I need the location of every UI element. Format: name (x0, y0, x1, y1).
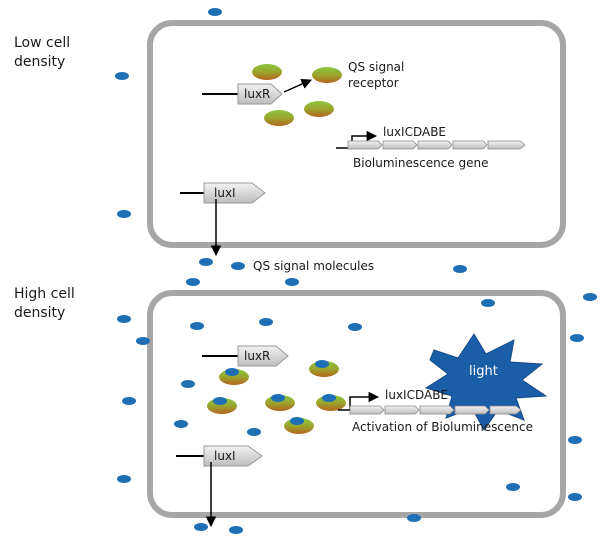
signal-molecule (117, 475, 131, 483)
high-density-cell (147, 290, 566, 518)
signal-molecule (231, 262, 245, 270)
receptor-label-line1: QS signal (348, 60, 404, 74)
operon-genes (349, 405, 522, 415)
signal-molecule (583, 293, 597, 301)
signal-molecule (208, 8, 222, 16)
luxI-gene-arrow (203, 182, 266, 204)
high-density-title-line2: density (14, 305, 65, 321)
signal-molecule (570, 334, 584, 342)
high-density-title-line1: High cell (14, 286, 75, 302)
gene-segment (384, 405, 420, 415)
low-density-cell (147, 20, 566, 248)
activation-label: Activation of Bioluminescence (352, 420, 533, 434)
gene-segment (417, 140, 453, 150)
low-receptors (252, 64, 342, 126)
signal-molecule (259, 318, 273, 326)
signal-molecule (229, 526, 243, 534)
signal-molecule (122, 397, 136, 405)
signal-molecule (213, 397, 227, 405)
gene-segment (347, 140, 383, 150)
luxR-gene-arrow (237, 345, 289, 367)
signal-molecule (568, 436, 582, 444)
gene-segment (452, 140, 488, 150)
signal-molecule (181, 380, 195, 388)
signal-molecule (290, 417, 304, 425)
luxI-label: luxI (214, 449, 236, 463)
signal-molecule (115, 72, 129, 80)
signal-molecule (568, 493, 582, 501)
luxI-gene-arrow (203, 445, 263, 467)
signal-molecule (117, 315, 131, 323)
receptor-protein (264, 110, 294, 126)
low-density-title-line1: Low cell (14, 35, 70, 51)
signal-molecule (453, 265, 467, 273)
signal-molecule (247, 428, 261, 436)
luxR-label: luxR (244, 87, 270, 101)
light-burst-icon (424, 333, 548, 431)
promoter-arrow (338, 391, 380, 411)
gene-segment (487, 140, 526, 150)
signal-molecules-label: QS signal molecules (253, 259, 374, 273)
luxR-gene-arrow (237, 83, 283, 105)
signal-molecule (506, 483, 520, 491)
gene-segment (489, 405, 522, 415)
low-density-title-line2: density (14, 54, 65, 70)
receptor-label-line2: receptor (348, 76, 399, 90)
gene-segment (419, 405, 455, 415)
signal-molecule (271, 394, 285, 402)
signal-molecule (407, 514, 421, 522)
luxR-label: luxR (244, 349, 270, 363)
expression-arrow (283, 79, 312, 93)
bioluminescence-gene-label: Bioluminescence gene (353, 156, 488, 170)
signal-molecule (190, 322, 204, 330)
receptor-protein (312, 67, 342, 83)
signal-molecule (117, 210, 131, 218)
gene-segment (349, 405, 385, 415)
operon-label: luxICDABE (383, 125, 446, 139)
luxI-label: luxI (214, 186, 236, 200)
signal-molecule (136, 337, 150, 345)
signal-molecule (315, 360, 329, 368)
operon-genes (347, 140, 526, 150)
signal-molecule (199, 258, 213, 266)
signal-molecule (348, 323, 362, 331)
signal-molecule (285, 278, 299, 286)
signal-molecule (186, 278, 200, 286)
high-signal-molecules (117, 299, 584, 534)
gene-segment (454, 405, 490, 415)
signal-molecule (481, 299, 495, 307)
signal-molecule (194, 523, 208, 531)
signal-molecule (174, 420, 188, 428)
low-signal-molecules (115, 8, 597, 301)
receptor-protein (304, 101, 334, 117)
operon-label: luxICDABE (385, 388, 448, 402)
signal-molecule (322, 394, 336, 402)
gene-segment (382, 140, 418, 150)
signal-molecule (225, 368, 239, 376)
receptor-protein (252, 64, 282, 80)
light-label: light (469, 364, 498, 379)
